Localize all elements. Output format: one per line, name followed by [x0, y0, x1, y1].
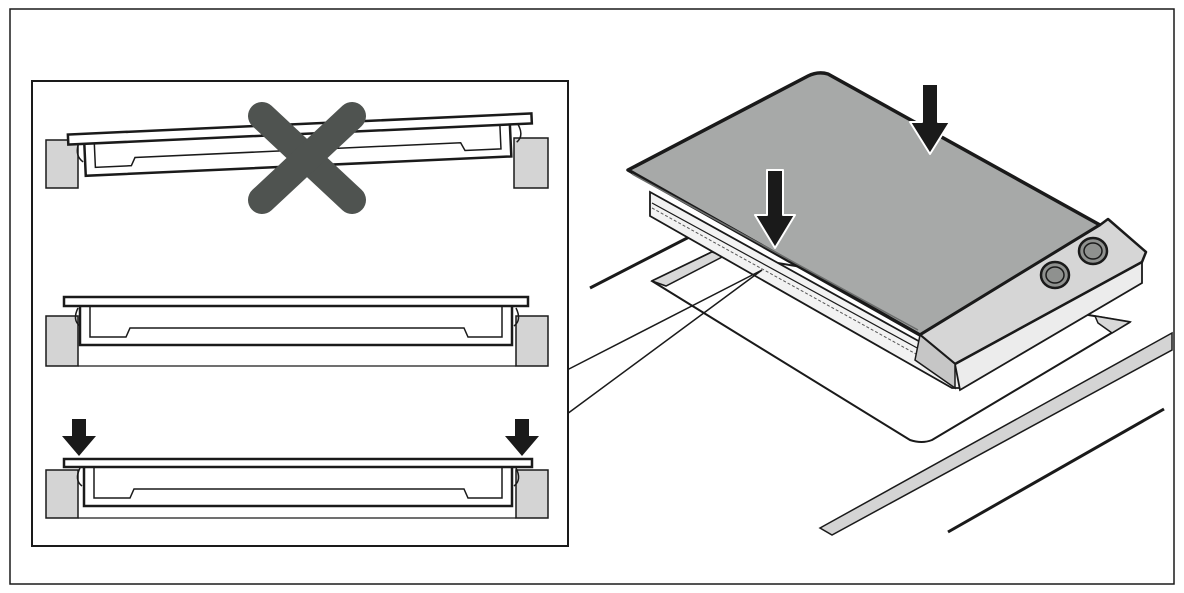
- panel-press-down: [45, 419, 549, 519]
- isometric-hob-view: [589, 71, 1173, 536]
- knob-right[interactable]: [1077, 236, 1109, 266]
- worktop-line: [589, 232, 696, 290]
- hob-front-side: [649, 190, 961, 389]
- hob-glass-edge: [62, 457, 534, 469]
- worktop-section-right: [515, 469, 549, 519]
- cross-icon: [248, 102, 366, 214]
- callout-line-bottom: [566, 269, 763, 415]
- worktop-section-left: [45, 469, 79, 519]
- down-arrow-icon: [909, 83, 951, 155]
- knob-left[interactable]: [1039, 260, 1071, 290]
- down-arrow-icon: [754, 169, 796, 249]
- hob-housing: [82, 467, 514, 508]
- callout-line-top: [566, 269, 763, 371]
- down-arrow-icon: [505, 419, 539, 456]
- worktop-section-right: [513, 137, 549, 189]
- worktop-section-right: [515, 315, 549, 367]
- worktop-section-left: [45, 139, 79, 189]
- panel-incorrect: [45, 102, 549, 214]
- down-arrow-icon: [62, 419, 96, 456]
- glass-top: [626, 71, 1102, 337]
- hob-glass-edge: [62, 295, 530, 308]
- worktop-edge: [818, 331, 1173, 536]
- control-panel: [914, 217, 1148, 390]
- panel-seated: [45, 295, 549, 367]
- worktop-section-left: [45, 315, 79, 367]
